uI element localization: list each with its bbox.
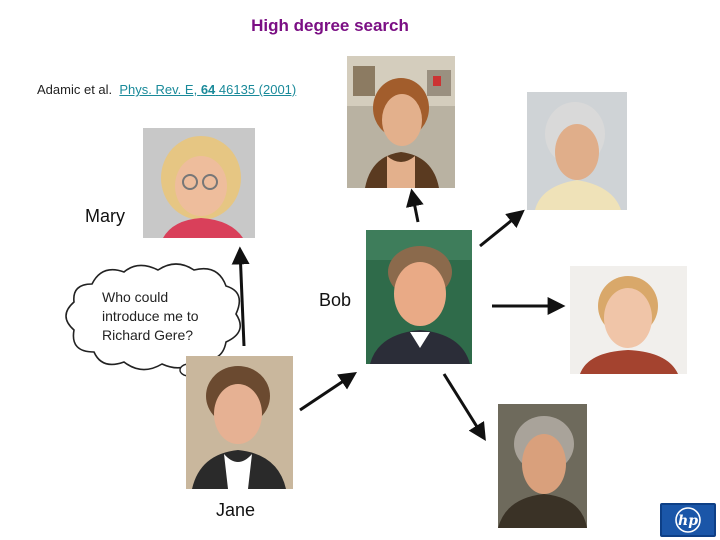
citation-link[interactable]: Phys. Rev. E, 64 46135 (2001) (119, 82, 296, 97)
thought-line-3: Richard Gere? (102, 327, 194, 343)
photo-jane (186, 356, 293, 489)
citation-journal: Phys. Rev. E, (119, 82, 198, 97)
thought-line-2: introduce me to (102, 308, 199, 324)
arrow-bob-to-richard-gere (442, 373, 486, 442)
photo-grey-haired-man (527, 92, 627, 210)
citation: Adamic et al. Phys. Rev. E, 64 46135 (20… (37, 82, 296, 97)
thought-bubble-text: Who could introduce me to Richard Gere? (102, 288, 232, 345)
name-jane: Jane (216, 500, 256, 520)
citation-volume: 64 (200, 82, 216, 97)
photo-mary (143, 128, 255, 238)
citation-pages: 46135 (2001) (218, 82, 297, 97)
arrow-bob-to-grey-man (479, 209, 525, 248)
photo-richard-gere (498, 404, 587, 528)
hp-logo-text: hp (678, 513, 698, 529)
arrow-jane-to-bob (299, 372, 357, 412)
citation-authors: Adamic et al. (37, 82, 113, 97)
arrow-jane-to-mary (231, 246, 250, 347)
photo-blonde-woman (570, 266, 687, 374)
slide-title: High degree search (251, 16, 409, 35)
photo-bob (366, 230, 472, 364)
arrow-bob-to-woman-office (405, 188, 424, 223)
name-mary: Mary (85, 206, 125, 226)
hp-logo-mark: hp (675, 507, 701, 533)
thought-line-1: Who could (102, 289, 169, 305)
photo-woman-office (347, 56, 455, 188)
name-bob: Bob (319, 290, 352, 310)
hp-logo: hp (660, 503, 716, 537)
